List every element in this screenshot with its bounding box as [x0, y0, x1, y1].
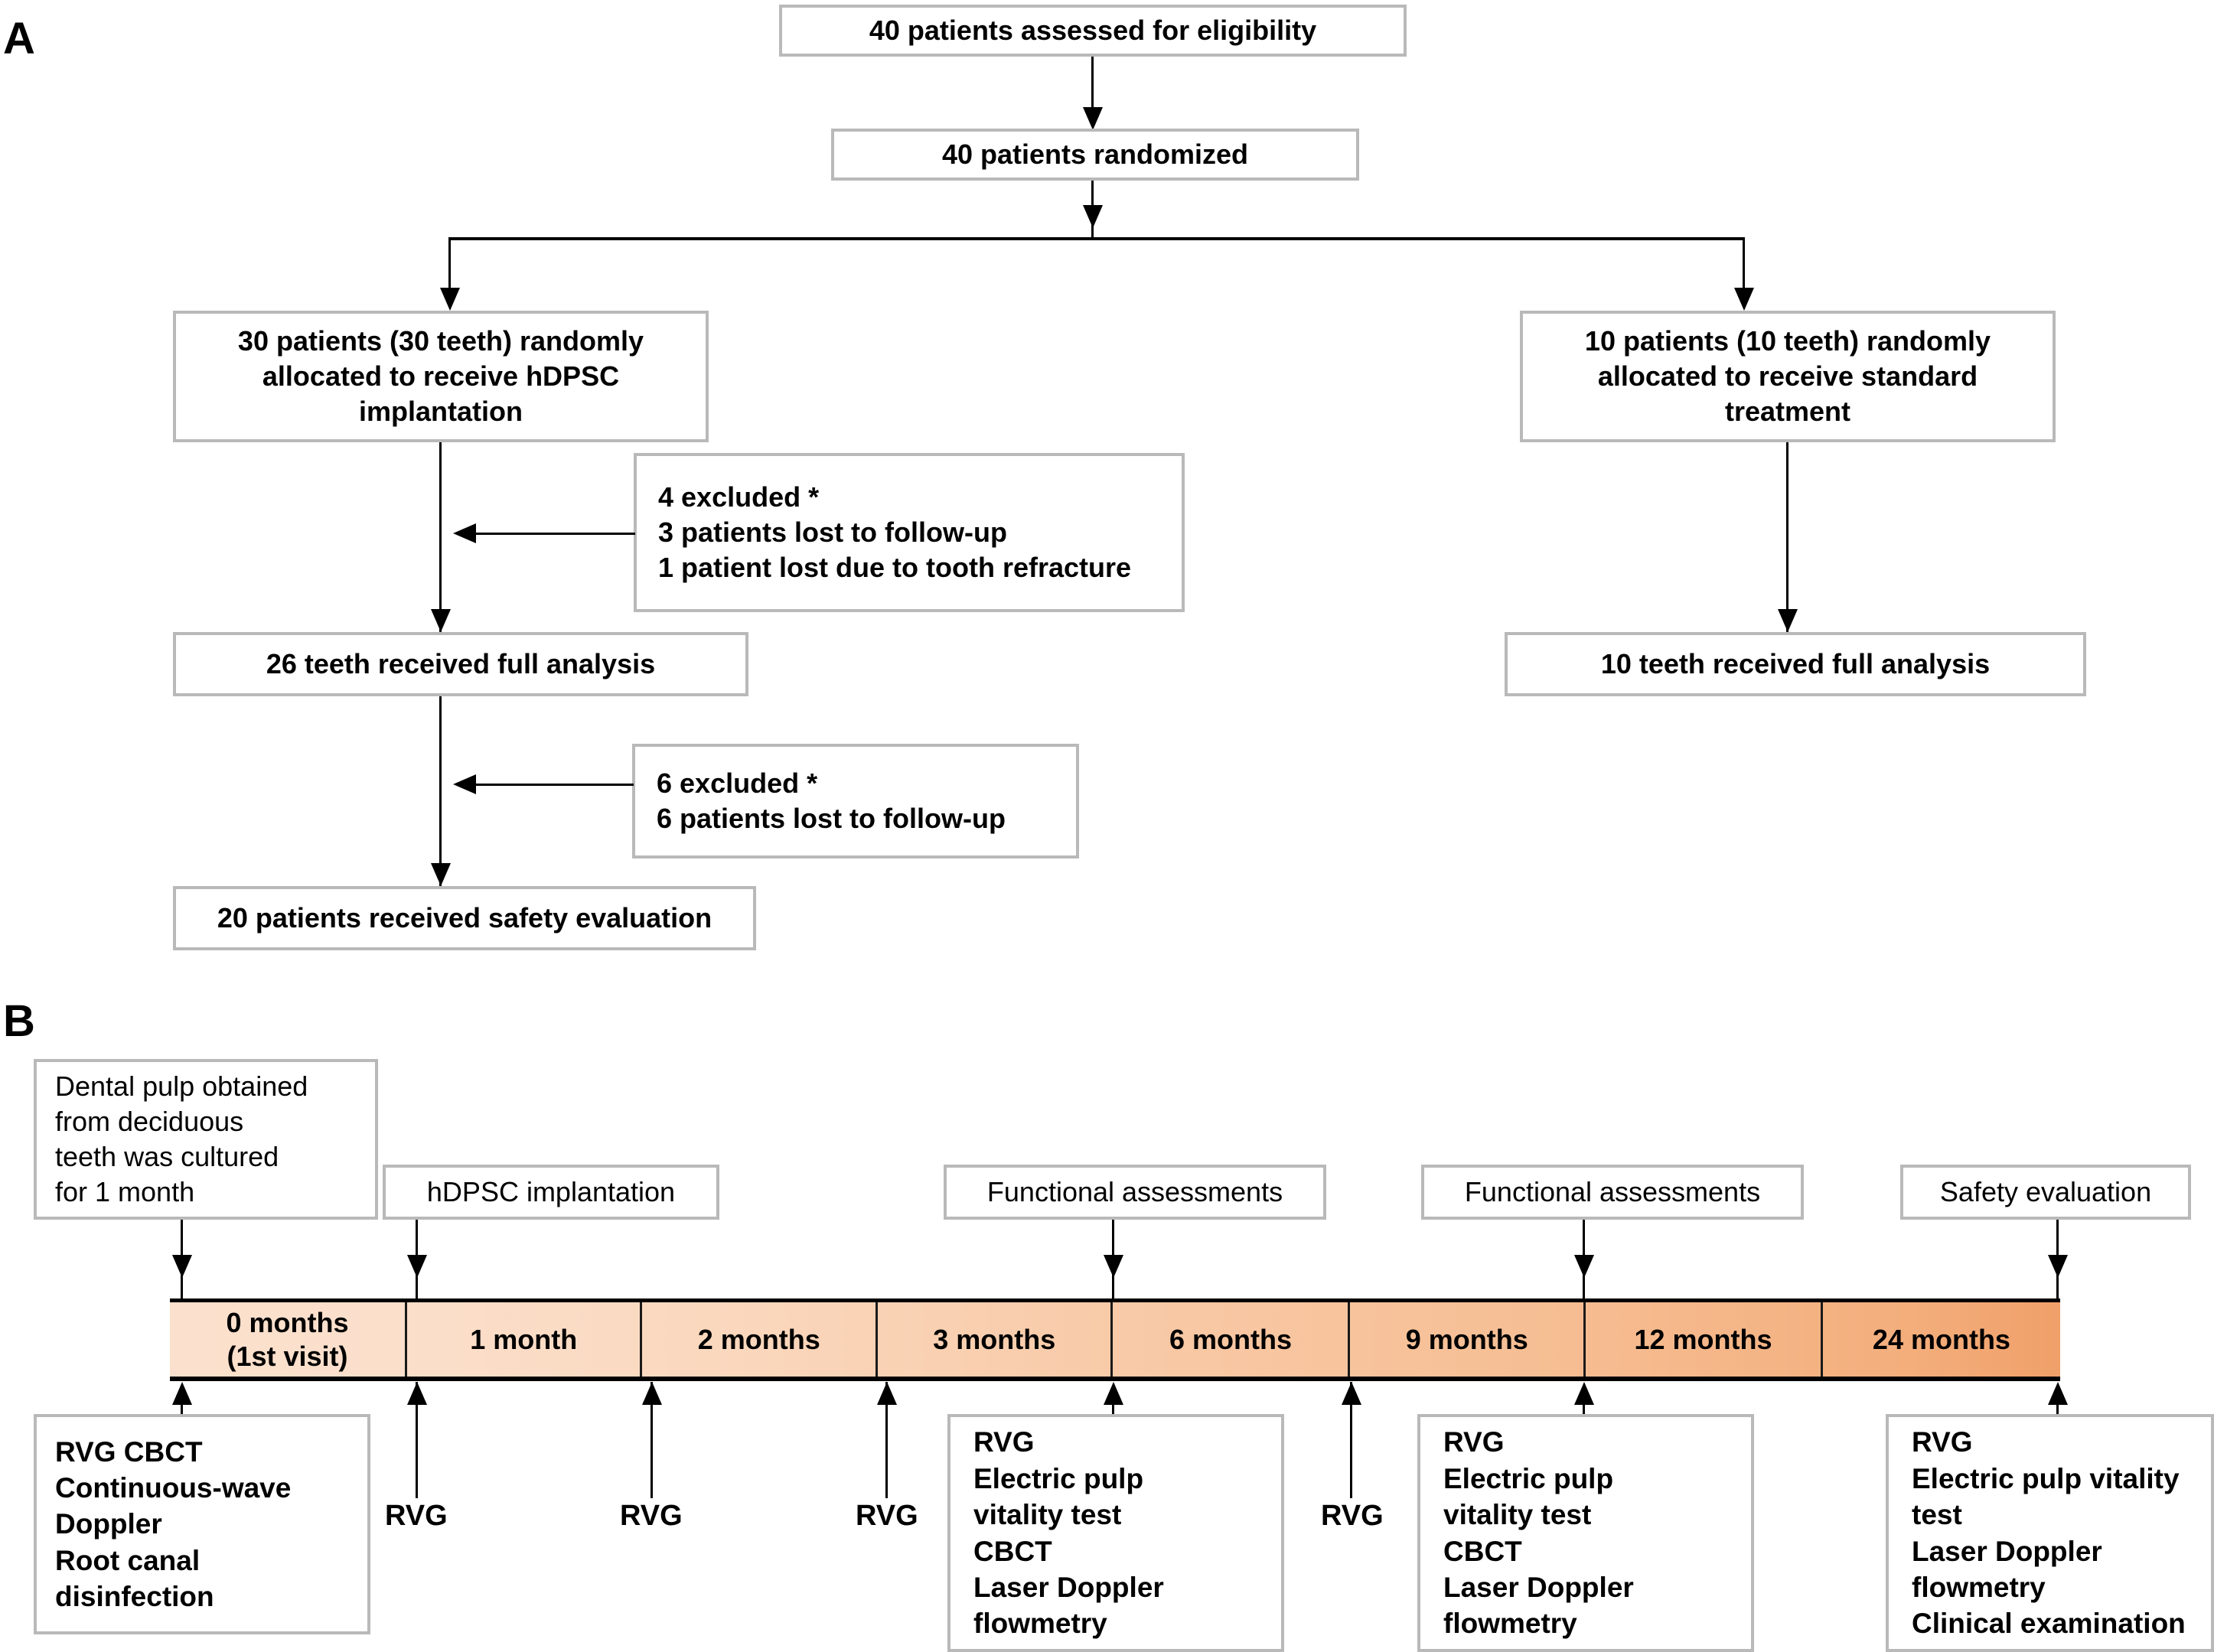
connector-analysis-to-safety — [439, 696, 442, 888]
timeline-segment-2: 2 months — [642, 1302, 878, 1377]
connector-eligibility-to-randomized — [1091, 57, 1094, 115]
timeline-segment-5: 9 months — [1350, 1302, 1586, 1377]
arrow-down-icon — [1574, 1255, 1594, 1278]
arrow-down-icon — [1778, 609, 1798, 632]
timeline-segment-0: 0 months (1st visit) — [170, 1302, 407, 1377]
arrow-up-icon — [1574, 1382, 1594, 1405]
flow-box-allocation-standard: 10 patients (10 teeth) randomly allocate… — [1520, 311, 2056, 442]
arrow-down-icon — [440, 288, 460, 311]
connector-rvg-1 — [416, 1382, 418, 1498]
connector-hdpsc-to-analysis — [439, 442, 442, 634]
timeline-segment-7: 24 months — [1872, 1323, 2010, 1355]
flow-box-eligibility: 40 patients assessed for eligibility — [779, 5, 1407, 57]
arrow-down-icon — [407, 1255, 427, 1278]
panel-label-a: A — [3, 14, 35, 64]
connector-split-horizontal — [448, 237, 1745, 240]
timeline-segment-6: 12 months — [1586, 1302, 1823, 1377]
timeline-detail-9-months: RVG Electric pulp vitality test CBCT Las… — [1417, 1414, 1754, 1652]
timeline-segment-4: 6 months — [1113, 1302, 1351, 1377]
arrow-down-icon — [431, 863, 451, 886]
flow-box-excluded-first: 4 excluded * 3 patients lost to follow-u… — [634, 453, 1185, 612]
timeline-marker-rvg-1: RVG — [385, 1500, 448, 1532]
flow-box-randomized: 40 patients randomized — [831, 129, 1359, 181]
timeline-detail-24-months: RVG Electric pulp vitality test Laser Do… — [1886, 1414, 2214, 1652]
timeline-detail-3-months: RVG Electric pulp vitality test CBCT Las… — [947, 1414, 1284, 1652]
arrow-up-icon — [1342, 1382, 1361, 1405]
flow-box-10-teeth-analysis: 10 teeth received full analysis — [1505, 632, 2086, 696]
flow-box-safety-evaluation: 20 patients received safety evaluation — [173, 886, 756, 950]
timeline-label-culture: Dental pulp obtained from deciduous teet… — [34, 1059, 378, 1220]
arrow-down-icon — [1104, 1255, 1123, 1278]
timeline-label-implantation: hDPSC implantation — [383, 1165, 719, 1220]
timeline-marker-rvg-3: RVG — [856, 1500, 918, 1532]
panel-label-b: B — [3, 996, 35, 1046]
connector-excluded-second — [464, 784, 634, 786]
arrow-left-icon — [453, 774, 476, 794]
arrow-down-icon — [172, 1255, 192, 1278]
connector-excluded-first — [464, 533, 635, 535]
arrow-left-icon — [453, 523, 476, 543]
arrow-down-icon — [1083, 107, 1103, 130]
arrow-down-icon — [1734, 288, 1754, 311]
arrow-up-icon — [1104, 1382, 1123, 1405]
timeline-detail-visit0: RVG CBCT Continuous-wave Doppler Root ca… — [34, 1414, 370, 1634]
arrow-up-icon — [877, 1382, 897, 1405]
arrow-down-icon — [1083, 205, 1103, 228]
connector-split-left — [448, 237, 451, 306]
connector-split-right — [1743, 237, 1745, 306]
timeline-marker-rvg-4: RVG — [1321, 1500, 1384, 1532]
timeline-segment-3: 3 months — [878, 1302, 1114, 1377]
flow-box-26-teeth-analysis: 26 teeth received full analysis — [173, 632, 748, 696]
connector-standard-to-analysis — [1786, 442, 1788, 634]
timeline-segment-1: 1 month — [407, 1302, 643, 1377]
timeline-marker-rvg-2: RVG — [620, 1500, 683, 1532]
timeline-label-functional-3m: Functional assessments — [944, 1165, 1326, 1220]
timeline-label-functional-9m: Functional assessments — [1421, 1165, 1804, 1220]
arrow-down-icon — [431, 609, 451, 632]
flow-box-allocation-hdpsc: 30 patients (30 teeth) randomly allocate… — [173, 311, 709, 442]
connector-rvg-4 — [1350, 1382, 1352, 1498]
study-timeline-bar: 0 months (1st visit) 1 month 2 months 3 … — [170, 1298, 2060, 1381]
arrow-up-icon — [407, 1382, 427, 1405]
connector-rvg-3 — [885, 1382, 888, 1498]
timeline-label-safety-24m: Safety evaluation — [1900, 1165, 2191, 1220]
arrow-up-icon — [172, 1382, 192, 1405]
arrow-up-icon — [2048, 1382, 2068, 1405]
connector-rvg-2 — [651, 1382, 653, 1498]
arrow-up-icon — [642, 1382, 662, 1405]
arrow-down-icon — [2048, 1255, 2068, 1278]
flow-box-excluded-second: 6 excluded * 6 patients lost to follow-u… — [632, 744, 1079, 859]
